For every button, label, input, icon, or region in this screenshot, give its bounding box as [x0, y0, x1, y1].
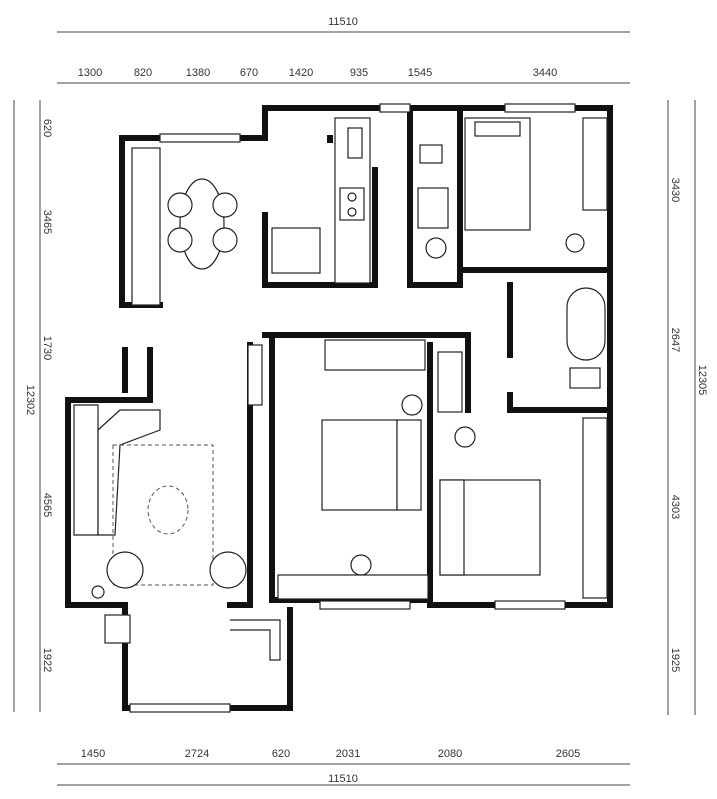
chair: [212, 227, 238, 253]
dimension-label: 1420: [289, 67, 313, 79]
rug: [112, 444, 214, 586]
toilet: [569, 367, 601, 389]
wardrobe: [582, 417, 608, 599]
dimension-label: 4565: [41, 493, 53, 517]
dimension-label: 4303: [669, 495, 681, 519]
top-dimension-chain: 1300 820 1380 670 1420 935 1545 3440: [57, 67, 630, 84]
chair: [212, 192, 238, 218]
dimension-label: 11510: [328, 16, 358, 28]
living-room: [73, 344, 281, 661]
basin: [425, 237, 447, 259]
bedroom-northeast: [464, 117, 608, 253]
chair: [565, 233, 585, 253]
dimension-label: 2724: [185, 748, 209, 760]
wardrobe: [582, 117, 608, 211]
chair: [167, 192, 193, 218]
tv-cabinet: [247, 344, 263, 406]
dimension-label: 620: [41, 119, 53, 137]
kitchen: [271, 117, 371, 284]
left-dimension-total: 12302: [13, 100, 36, 712]
dimension-label: 3440: [533, 67, 557, 79]
dimension-label: 3430: [669, 178, 681, 202]
dimension-label: 670: [240, 67, 258, 79]
windows: [129, 103, 576, 713]
right-dimension-chain: 3430 2647 4303 1925: [667, 100, 681, 715]
bathtub: [566, 287, 606, 361]
sink: [347, 127, 363, 159]
dimension-label: 1450: [81, 748, 105, 760]
desk: [277, 574, 429, 600]
chair: [167, 227, 193, 253]
dimension-label: 1380: [186, 67, 210, 79]
dimension-label: 3465: [41, 210, 53, 234]
top-dimension-total: 11510: [57, 16, 630, 33]
dining-area: [131, 147, 238, 306]
dimension-label: 2605: [556, 748, 580, 760]
walls: [65, 105, 613, 711]
dimension-label: 2031: [336, 748, 360, 760]
chair: [350, 554, 372, 576]
bottom-dimension-chain: 1450 2724 620 2031 2080 2605: [57, 748, 630, 765]
vanity: [437, 351, 463, 413]
dining-table: [179, 178, 225, 270]
appliance: [271, 227, 321, 274]
right-dimension-total: 12305: [694, 100, 708, 715]
dimension-label: 2080: [438, 748, 462, 760]
bed: [321, 419, 398, 511]
dimension-label: 1922: [41, 648, 53, 672]
bathroom-1: [417, 144, 449, 259]
dimension-label: 1925: [669, 648, 681, 672]
dimension-label: 1545: [408, 67, 432, 79]
armchair: [209, 551, 247, 589]
dimension-label: 2647: [669, 328, 681, 352]
dimension-label: 1730: [41, 336, 53, 360]
dimension-label: 1300: [78, 67, 102, 79]
bed: [464, 117, 531, 231]
left-dimension-chain: 620 3465 1730 4565 1922: [39, 100, 53, 712]
dimension-label: 11510: [328, 773, 358, 785]
armchair: [106, 551, 144, 589]
dimension-label: 620: [272, 748, 290, 760]
bathroom-2: [566, 287, 606, 389]
dimension-label: 12302: [24, 385, 36, 416]
sofa-bench: [131, 147, 161, 306]
dimension-label: 12305: [696, 365, 708, 396]
shower: [417, 187, 449, 229]
wardrobe: [324, 339, 426, 371]
toilet: [419, 144, 443, 164]
bedroom-southeast: [437, 351, 608, 599]
coffee-table: [147, 485, 189, 535]
dimension-label: 935: [350, 67, 368, 79]
bedroom-center: [277, 339, 429, 600]
dimension-label: 820: [134, 67, 152, 79]
bottom-dimension-total: 11510: [57, 773, 630, 786]
chair: [454, 426, 476, 448]
lamp: [401, 394, 423, 416]
